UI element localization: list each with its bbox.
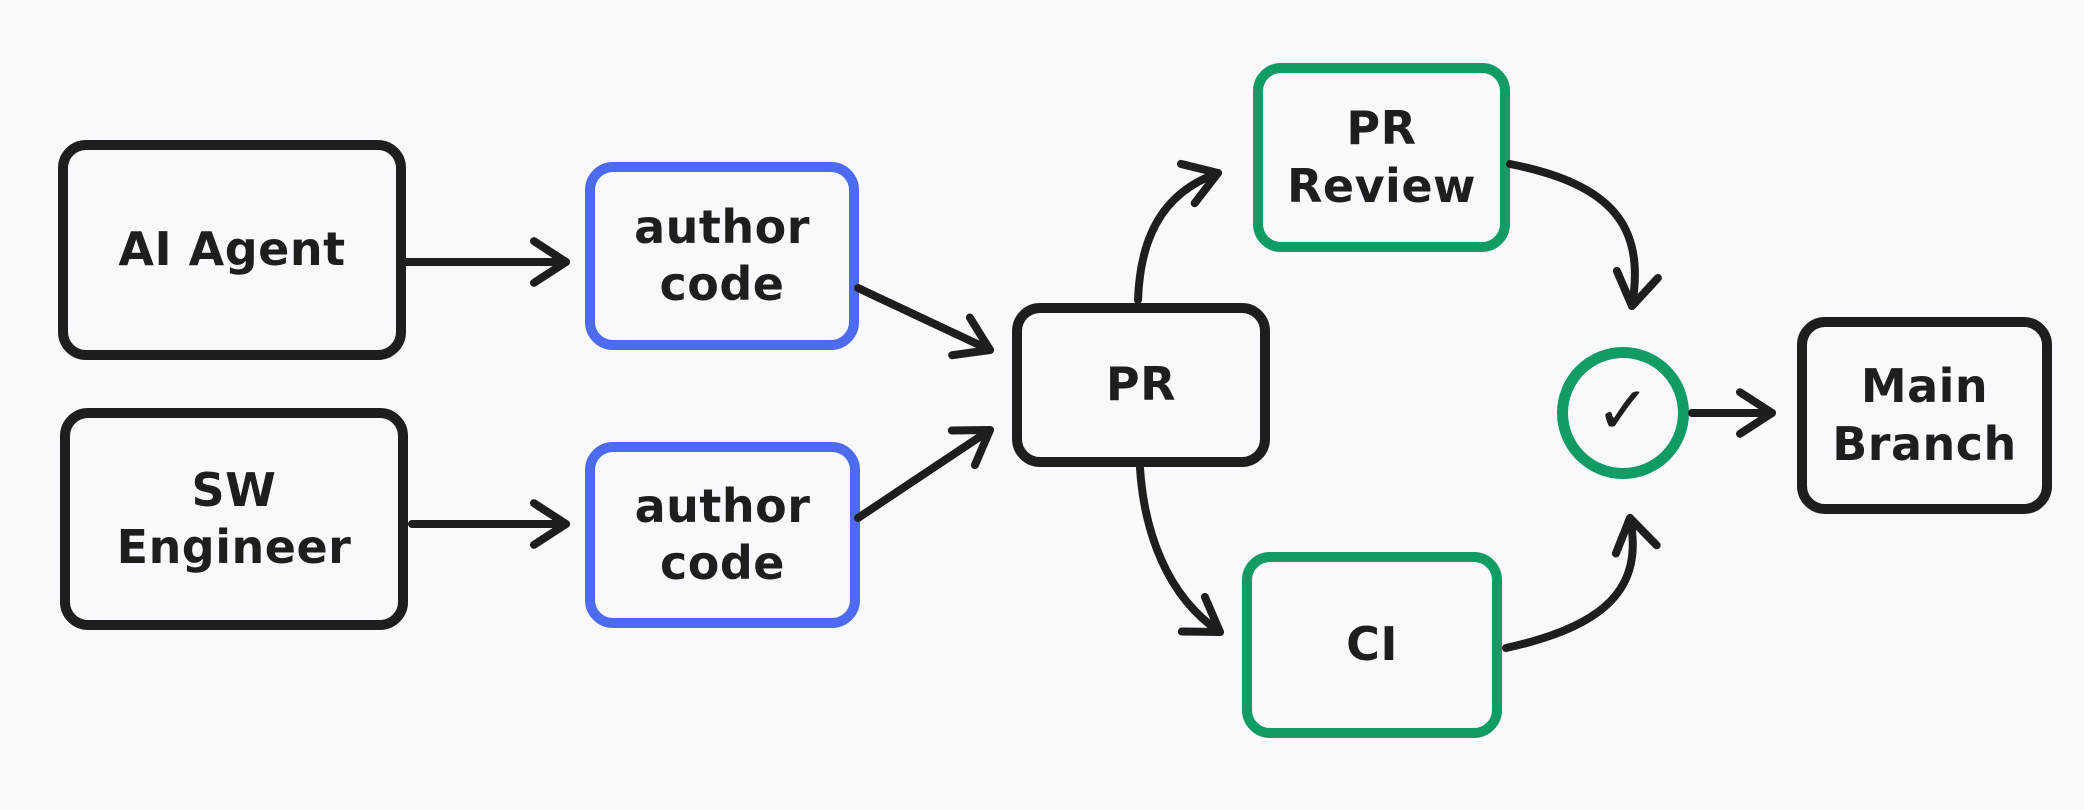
node-ci: CI — [1242, 552, 1502, 738]
node-author-code-bottom-label: author code — [634, 478, 811, 591]
node-ai-agent: AI Agent — [58, 140, 406, 360]
checkmark-icon: ✓ — [1595, 372, 1651, 449]
edge-pr-to-ci — [1136, 464, 1224, 636]
edge-author-code-bottom-to-pr — [854, 426, 994, 522]
node-main-branch: Main Branch — [1797, 317, 2052, 514]
edge-pr-to-pr-review — [1134, 159, 1222, 304]
node-ci-label: CI — [1346, 617, 1398, 672]
node-author-code-bottom: author code — [585, 442, 860, 628]
edge-author-code-top-to-pr — [854, 284, 994, 360]
edge-pr-review-to-check — [1506, 160, 1662, 310]
node-sw-engineer-label: SW Engineer — [116, 462, 352, 575]
node-pr-review-label: PR Review — [1286, 101, 1477, 213]
node-main-branch-label: Main Branch — [1832, 359, 2017, 471]
node-pr: PR — [1012, 303, 1270, 467]
node-author-code-top-label: author code — [634, 199, 810, 312]
node-author-code-top: author code — [585, 162, 859, 350]
node-pr-review: PR Review — [1253, 63, 1510, 252]
node-pr-label: PR — [1105, 357, 1177, 412]
node-approved-check: ✓ — [1557, 347, 1689, 479]
node-sw-engineer: SW Engineer — [60, 408, 408, 630]
node-ai-agent-label: AI Agent — [118, 222, 346, 277]
edge-ci-to-check — [1502, 514, 1661, 652]
